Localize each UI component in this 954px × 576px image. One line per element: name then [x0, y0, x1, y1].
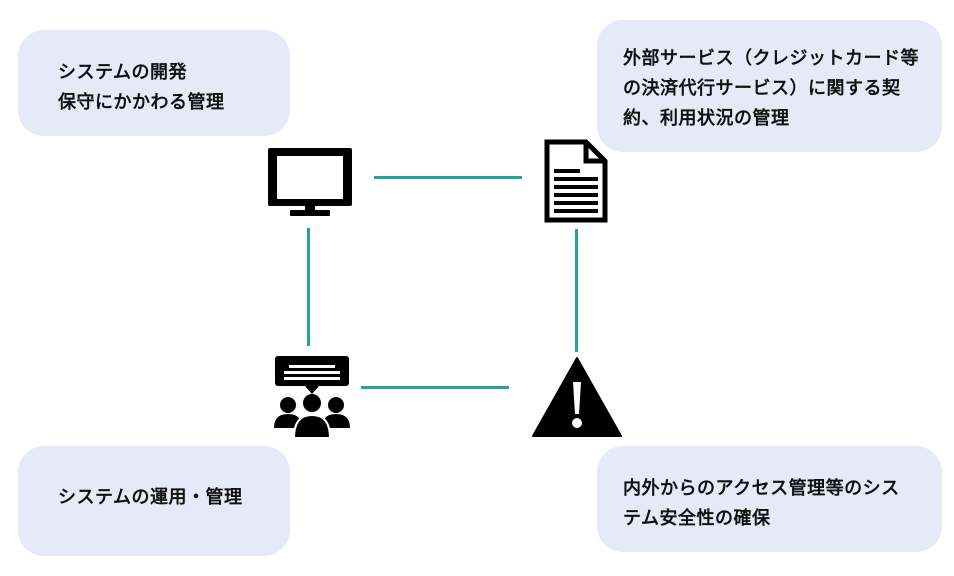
warning-icon [532, 357, 622, 437]
team-meeting-icon [274, 356, 350, 439]
development-maintenance-card: システムの開発 保守にかかわる管理 [18, 30, 290, 136]
card-text-line: システムの開発 [58, 62, 187, 83]
connector-bottom [361, 386, 509, 389]
card-text-line: 約、利用状況の管理 [623, 108, 790, 129]
operation-management-card: システムの運用・管理 [18, 446, 290, 556]
card-text-line: 内外からのアクセス管理等のシス [623, 478, 900, 499]
document-icon [544, 139, 608, 223]
card-text-line: システムの運用・管理 [58, 487, 243, 508]
card-text-line: 外部サービス（クレジットカード等 [623, 48, 919, 69]
connector-right [575, 229, 578, 352]
card-text-line: の決済代行サービス）に関する契 [623, 78, 901, 99]
connector-left [307, 228, 310, 346]
security-card: 内外からのアクセス管理等のシス テム安全性の確保 [597, 446, 942, 552]
monitor-icon [268, 148, 352, 216]
external-services-card: 外部サービス（クレジットカード等 の決済代行サービス）に関する契 約、利用状況の… [597, 20, 942, 152]
card-text-line: テム安全性の確保 [623, 508, 771, 529]
card-text-line: 保守にかかわる管理 [58, 92, 225, 113]
connector-top [374, 176, 522, 179]
